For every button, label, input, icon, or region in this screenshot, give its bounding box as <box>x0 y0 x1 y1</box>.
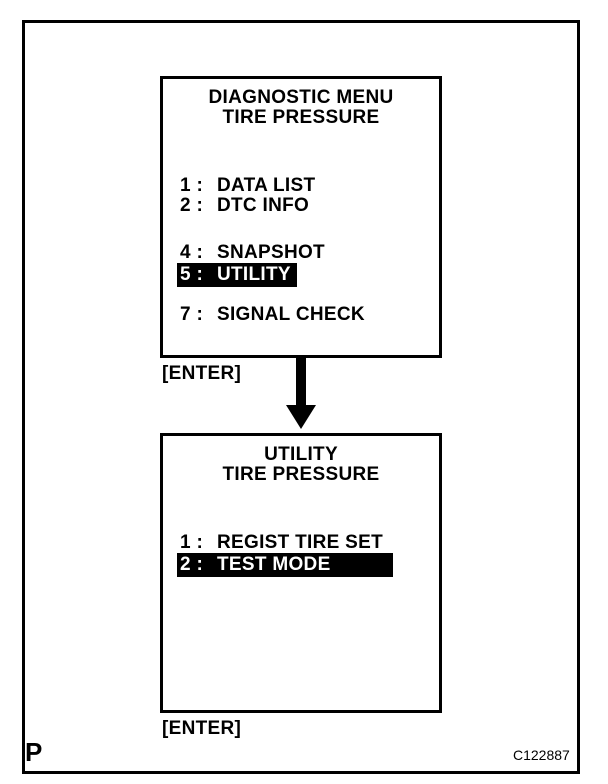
menu-item-test-mode-selected: 2 : TEST MODE <box>177 553 393 577</box>
tester-screen-utility: UTILITY TIRE PRESSURE 1 : REGIST TIRE SET… <box>160 433 442 713</box>
menu-item-label: REGIST TIRE SET <box>217 532 384 553</box>
screen-title-line1: DIAGNOSTIC MENU <box>208 87 394 108</box>
menu-item-data-list: 1 : DATA LIST <box>180 176 439 196</box>
screen-title-line2: TIRE PRESSURE <box>222 464 380 485</box>
arrow-stem <box>296 358 306 406</box>
menu-list: 1 : REGIST TIRE SET 2 : TEST MODE <box>163 533 439 577</box>
menu-item-snapshot: 4 : SNAPSHOT <box>180 243 439 263</box>
screen-title-line2: TIRE PRESSURE <box>222 107 380 128</box>
figure-border <box>22 20 580 774</box>
menu-item-number: 1 : <box>180 532 204 553</box>
menu-item-number: 7 : <box>180 304 204 325</box>
menu-item-number: 2 : <box>180 554 204 575</box>
menu-item-dtc-info: 2 : DTC INFO <box>180 196 439 216</box>
menu-item-label: TEST MODE <box>217 554 331 575</box>
tester-screen-diagnostic-menu: DIAGNOSTIC MENU TIRE PRESSURE 1 : DATA LI… <box>160 76 442 358</box>
screen-title: DIAGNOSTIC MENU TIRE PRESSURE <box>163 88 439 128</box>
menu-item-number: 5 : <box>180 264 204 285</box>
arrow-head <box>286 405 316 429</box>
menu-item-label: SIGNAL CHECK <box>217 304 365 325</box>
menu-item-number: 4 : <box>180 242 204 263</box>
menu-list: 1 : DATA LIST 2 : DTC INFO 4 : SNAPSHOT 5 :… <box>163 176 439 325</box>
menu-item-label: DATA LIST <box>217 175 316 196</box>
menu-item-regist-tire-set: 1 : REGIST TIRE SET <box>180 533 439 553</box>
enter-key-label: [ENTER] <box>162 718 242 739</box>
screen-title: UTILITY TIRE PRESSURE <box>163 445 439 485</box>
menu-item-number: 1 : <box>180 175 204 196</box>
figure-code: C122887 <box>513 747 570 763</box>
menu-item-number: 2 : <box>180 195 204 216</box>
screen-title-line1: UTILITY <box>264 444 338 465</box>
menu-item-signal-check: 7 : SIGNAL CHECK <box>180 305 439 325</box>
menu-item-label: DTC INFO <box>217 195 310 216</box>
menu-item-label: SNAPSHOT <box>217 242 325 263</box>
menu-item-utility-selected: 5 : UTILITY <box>177 263 297 287</box>
enter-key-label: [ENTER] <box>162 363 242 384</box>
page-corner-label: P <box>25 737 43 767</box>
menu-item-label: UTILITY <box>217 264 291 285</box>
